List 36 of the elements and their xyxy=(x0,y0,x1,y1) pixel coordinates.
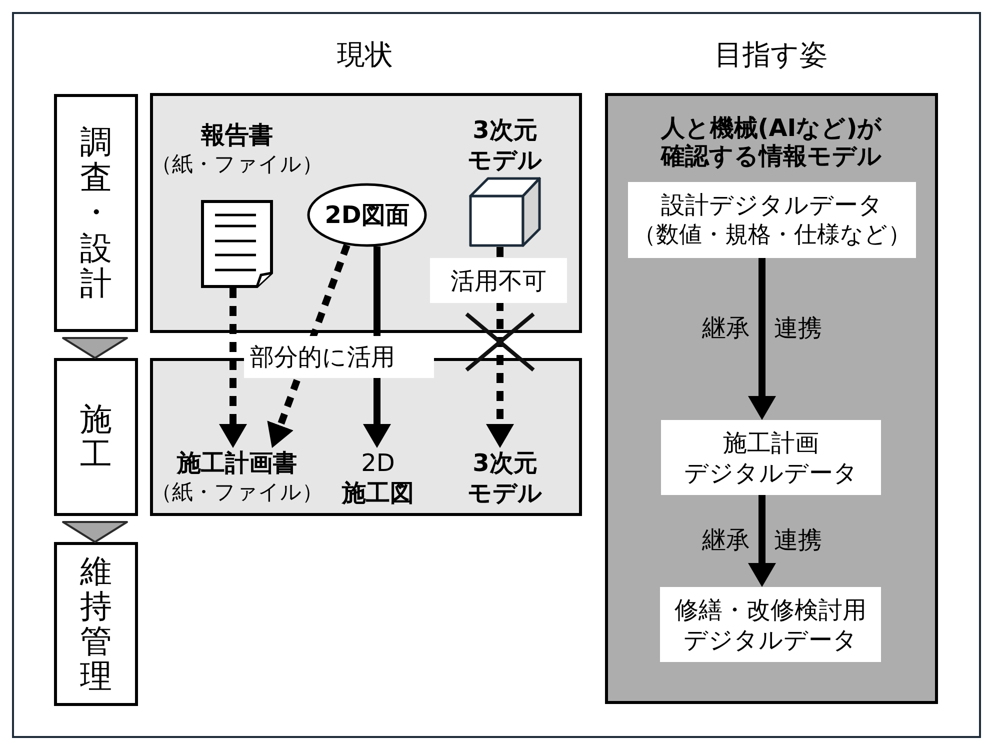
edge-label: 活用不可 xyxy=(430,258,567,303)
info-card xyxy=(628,182,916,258)
card-text: 施工計画 xyxy=(723,428,819,458)
info-card xyxy=(660,587,881,662)
card-text: デジタルデータ xyxy=(684,458,858,488)
dotted-arrow xyxy=(219,288,247,448)
panel xyxy=(150,93,582,333)
info-card xyxy=(661,420,881,495)
panel xyxy=(605,93,938,704)
panel-heading: 人と機械(AIなど)が確認する情報モデル xyxy=(659,114,884,170)
stage-label: 施工 xyxy=(80,402,112,472)
card-text: 設計デジタルデータ xyxy=(661,190,883,220)
card-text: デジタルデータ xyxy=(684,624,858,654)
item-label: 3次元モデル xyxy=(466,115,544,175)
edge-label: 継承 連携 xyxy=(702,525,822,555)
stage-label: 維持管理 xyxy=(80,554,112,694)
stage-box xyxy=(54,358,138,516)
card-text: （数値・規格・仕様など） xyxy=(633,221,911,250)
stage-box xyxy=(54,542,138,706)
item-label: （紙・ファイル） xyxy=(151,151,323,178)
edge-label: 部分的に活用 xyxy=(244,336,434,378)
item-label: 施工図 xyxy=(342,478,414,508)
ellipse-label: 2D図面 xyxy=(324,200,410,230)
item-label: 3次元モデル xyxy=(466,448,544,508)
item-label: 施工計画書 xyxy=(176,448,298,478)
edge-label: 継承 連携 xyxy=(702,313,822,343)
arrow xyxy=(748,495,776,587)
item-label: 2D xyxy=(360,448,396,478)
item-label: 報告書 xyxy=(200,120,274,150)
card-text: 修繕・改修検討用 xyxy=(674,594,866,624)
arrow xyxy=(748,258,776,420)
section-heading: 目指す姿 xyxy=(714,38,828,72)
item-label: （紙・ファイル） xyxy=(151,479,323,506)
section-heading: 現状 xyxy=(337,38,393,72)
stage-label: 調査・設計 xyxy=(80,125,112,301)
stage-box xyxy=(54,94,138,332)
